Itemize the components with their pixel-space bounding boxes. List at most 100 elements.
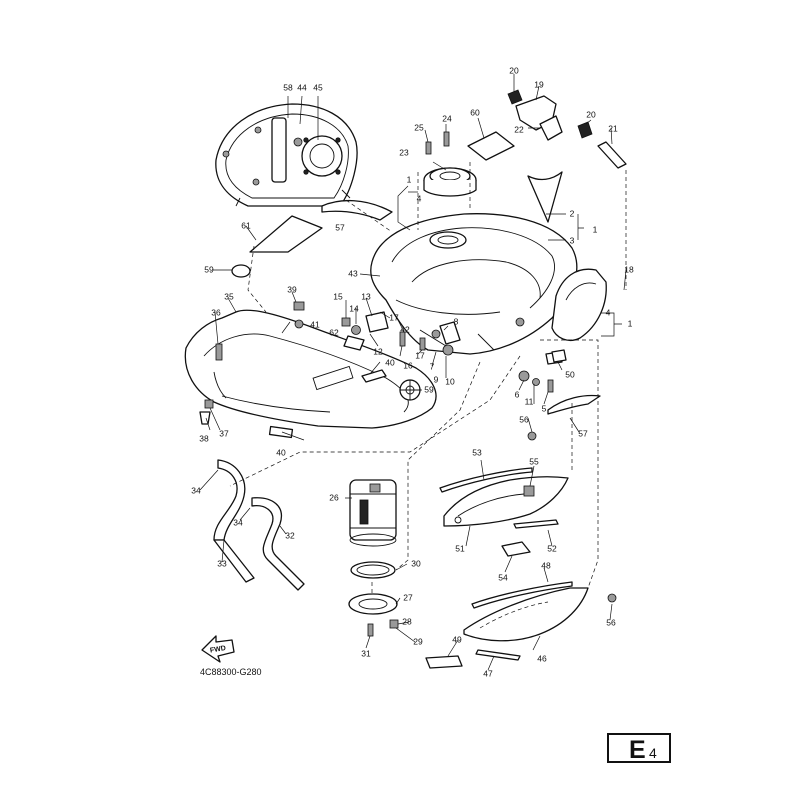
side-panel-46 bbox=[463, 587, 589, 642]
callout-37: 37 bbox=[219, 428, 229, 438]
callout-49: 49 bbox=[452, 634, 462, 644]
cover-trim-57-lower bbox=[547, 394, 601, 415]
bracket-54 bbox=[501, 541, 531, 557]
callout-2: 2 bbox=[570, 208, 575, 218]
side-panel-51 bbox=[443, 476, 569, 527]
part-40-upper bbox=[361, 369, 387, 383]
callout-34: 34 bbox=[191, 485, 201, 495]
callout-1: 1 bbox=[593, 224, 598, 234]
callout-22: 22 bbox=[514, 124, 524, 134]
fuel-pump-assembly bbox=[348, 479, 399, 637]
callout-47: 47 bbox=[483, 668, 493, 678]
callout-40: 40 bbox=[385, 357, 395, 367]
section-box: E 4 bbox=[607, 733, 671, 764]
screw-38 bbox=[199, 411, 211, 425]
callout-1: 1 bbox=[407, 174, 412, 184]
callout-53: 53 bbox=[472, 447, 482, 457]
callout-21: 21 bbox=[608, 123, 618, 133]
fuel-tank-cover-61 bbox=[249, 215, 323, 253]
grommet-59-upper bbox=[231, 264, 251, 278]
callout-15: 15 bbox=[333, 291, 343, 301]
callout-59: 59 bbox=[424, 384, 434, 394]
screw-56-upper bbox=[527, 431, 537, 441]
callout-35: 35 bbox=[224, 291, 234, 301]
callout-59: 59 bbox=[204, 264, 214, 274]
callout-57: 57 bbox=[335, 222, 345, 232]
callout-20: 20 bbox=[509, 65, 519, 75]
callout-62: 62 bbox=[329, 327, 339, 337]
callout-17: 17 bbox=[415, 350, 425, 360]
hoses bbox=[213, 459, 305, 591]
screw-56-lower bbox=[607, 593, 617, 603]
part-50 bbox=[551, 349, 567, 363]
bracket-assembly bbox=[507, 89, 627, 169]
callout-44: 44 bbox=[297, 82, 307, 92]
strip-53 bbox=[439, 467, 533, 493]
part-37 bbox=[204, 399, 214, 409]
part-41 bbox=[294, 319, 304, 329]
callout-6: 6 bbox=[515, 389, 520, 399]
clip-55 bbox=[523, 485, 535, 497]
emblem-decal bbox=[527, 171, 563, 223]
callout-41: 41 bbox=[310, 319, 320, 329]
callout-48: 48 bbox=[541, 560, 551, 570]
leader-lines bbox=[199, 74, 627, 671]
callout-55: 55 bbox=[529, 456, 539, 466]
callout-32: 32 bbox=[285, 530, 295, 540]
callout-4: 4 bbox=[417, 193, 422, 203]
part-62 bbox=[343, 335, 365, 351]
callout-40: 40 bbox=[276, 447, 286, 457]
callout-26: 26 bbox=[329, 492, 339, 502]
part-47 bbox=[475, 649, 521, 661]
strip-52 bbox=[513, 519, 559, 529]
part-39 bbox=[293, 301, 305, 311]
callout-38: 38 bbox=[199, 433, 209, 443]
callout-17: 17 bbox=[389, 312, 399, 322]
callout-29: 29 bbox=[413, 636, 423, 646]
bolt-36 bbox=[215, 343, 223, 361]
tank-cover-inset bbox=[215, 103, 358, 207]
callout-34: 34 bbox=[233, 517, 243, 527]
section-number: 4 bbox=[649, 745, 657, 761]
callout-56: 56 bbox=[606, 617, 616, 627]
callout-3: 3 bbox=[570, 235, 575, 245]
strip-48 bbox=[471, 581, 573, 609]
callout-24: 24 bbox=[442, 113, 452, 123]
label-60 bbox=[467, 131, 515, 161]
callout-16: 16 bbox=[403, 360, 413, 370]
part-49 bbox=[425, 655, 463, 669]
callout-51: 51 bbox=[455, 543, 465, 553]
callout-4: 4 bbox=[606, 307, 611, 317]
fuel-tank-body bbox=[370, 213, 578, 355]
diagram-code: 4C88300-G280 bbox=[200, 667, 262, 677]
callout-1: 1 bbox=[628, 318, 633, 328]
callout-60: 60 bbox=[470, 107, 480, 117]
fwd-arrow-icon: FWD bbox=[201, 635, 235, 663]
callout-33: 33 bbox=[217, 558, 227, 568]
callout-45: 45 bbox=[313, 82, 323, 92]
callout-56: 56 bbox=[519, 414, 529, 424]
callout-57: 57 bbox=[578, 428, 588, 438]
callout-50: 50 bbox=[565, 369, 575, 379]
callout-labels: 1 1 1 2 3 4 4 5 6 7 8 9 10 11 12 13 14 1… bbox=[191, 65, 634, 678]
callout-9: 9 bbox=[434, 374, 439, 384]
part-40-lower bbox=[268, 425, 294, 439]
callout-36: 36 bbox=[211, 307, 221, 317]
callout-23: 23 bbox=[399, 147, 409, 157]
callout-11: 11 bbox=[525, 396, 534, 406]
callout-25: 25 bbox=[414, 122, 424, 132]
callout-61: 61 bbox=[241, 220, 251, 230]
callout-46: 46 bbox=[537, 653, 547, 663]
callout-8: 8 bbox=[454, 316, 459, 326]
cover-trim-57-upper bbox=[321, 199, 393, 221]
callout-31: 31 bbox=[361, 648, 371, 658]
callout-13: 13 bbox=[361, 291, 371, 301]
callout-54: 54 bbox=[498, 572, 508, 582]
callout-10: 10 bbox=[445, 376, 455, 386]
callout-20: 20 bbox=[586, 109, 596, 119]
fuel-cap-assembly bbox=[423, 131, 477, 197]
callout-19: 19 bbox=[534, 79, 544, 89]
callout-27: 27 bbox=[403, 592, 413, 602]
callout-58: 58 bbox=[283, 82, 293, 92]
callout-42: 42 bbox=[400, 324, 410, 334]
